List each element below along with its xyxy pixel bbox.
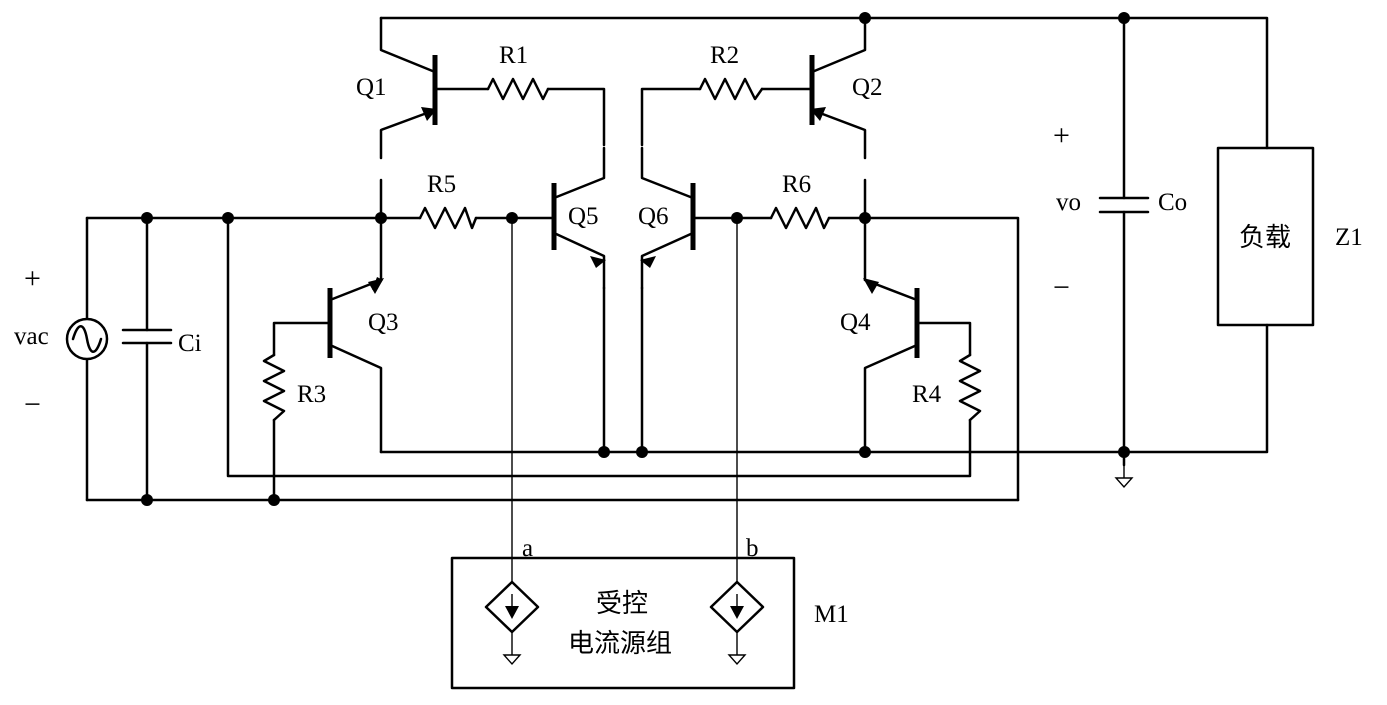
wire-r1 [435, 89, 604, 145]
q4-arrow-icon [863, 278, 879, 294]
capacitors [123, 198, 1148, 343]
label-node-b: b [746, 535, 759, 562]
r6-zigzag [771, 208, 829, 228]
junction-dot [141, 212, 153, 224]
ac-source [67, 319, 107, 359]
current-source-group [452, 558, 794, 688]
current-source-b-arrow-icon [730, 606, 744, 619]
r3-zigzag [264, 355, 284, 420]
junction-dot [859, 12, 871, 24]
junction-dot [268, 494, 280, 506]
label-r6: R6 [782, 171, 811, 198]
wire-q3-base [274, 323, 330, 355]
junction-dots [141, 12, 1130, 506]
label-q4: Q4 [840, 309, 871, 336]
wire-q1-collector [381, 18, 435, 72]
label-r2: R2 [710, 42, 739, 69]
label-vo: vo [1056, 189, 1081, 216]
junction-dot [1118, 446, 1130, 458]
current-source-group-line1: 受控 [596, 589, 648, 619]
vac-minus-sign: − [24, 388, 41, 421]
load-text: 负载 [1239, 223, 1291, 253]
current-source-a-arrow-icon [505, 606, 519, 619]
labels: Q1 Q2 Q3 Q4 Q5 Q6 R1 R2 R3 R4 R5 R6 Ci C… [14, 42, 1363, 659]
junction-dot [1118, 12, 1130, 24]
label-q1: Q1 [356, 74, 387, 101]
emitter-arrows [368, 107, 879, 294]
wire-q6-collector [642, 148, 693, 198]
wire-q4-base [917, 323, 970, 355]
junction-dot [141, 494, 153, 506]
q3-arrow-head-icon [368, 278, 384, 294]
label-m1: M1 [814, 601, 849, 628]
label-vac: vac [14, 323, 49, 350]
sine-wave-icon [73, 326, 101, 352]
label-node-a: a [522, 535, 533, 562]
label-q5: Q5 [568, 203, 599, 230]
label-r4: R4 [912, 381, 942, 408]
vac-plus-sign: + [24, 262, 41, 295]
wire-ground [381, 325, 1267, 452]
label-co: Co [1158, 189, 1187, 216]
r2-zigzag [700, 79, 762, 99]
label-r1: R1 [499, 42, 528, 69]
wire-r2 [642, 89, 812, 145]
ground-icon-b [729, 645, 745, 664]
label-q6: Q6 [638, 203, 669, 230]
junction-dot [859, 212, 871, 224]
ground-icon-a [504, 645, 520, 664]
wire-q4-emitter [865, 345, 917, 452]
r5-zigzag [420, 208, 476, 228]
junction-dot [375, 212, 387, 224]
junction-dot [222, 212, 234, 224]
wire-q5-q6-ground [604, 288, 642, 452]
r1-zigzag [488, 79, 548, 99]
transistor-bases [330, 55, 917, 358]
label-ci: Ci [178, 330, 202, 357]
junction-dot [598, 446, 610, 458]
wires [87, 18, 1267, 500]
label-q2: Q2 [852, 74, 883, 101]
wire-q3-emitter [330, 345, 381, 452]
label-q3: Q3 [368, 309, 399, 336]
resistors [264, 79, 980, 420]
current-source-group-line2: 电流源组 [568, 629, 672, 659]
ground-icon-main [1116, 465, 1132, 487]
wire-q5-collector [554, 148, 604, 198]
label-r5: R5 [427, 171, 456, 198]
label-z1: Z1 [1335, 224, 1363, 251]
wire-q2-collector [812, 18, 865, 72]
vo-plus-sign: + [1053, 119, 1070, 152]
r4-zigzag [960, 355, 980, 420]
junction-dot [731, 212, 743, 224]
vo-minus-sign: − [1053, 271, 1070, 304]
junction-dot [636, 446, 648, 458]
junction-dot [506, 212, 518, 224]
junction-dot [859, 446, 871, 458]
label-r3: R3 [297, 381, 326, 408]
wire-r4-down [228, 218, 970, 476]
control-wires [512, 218, 737, 582]
